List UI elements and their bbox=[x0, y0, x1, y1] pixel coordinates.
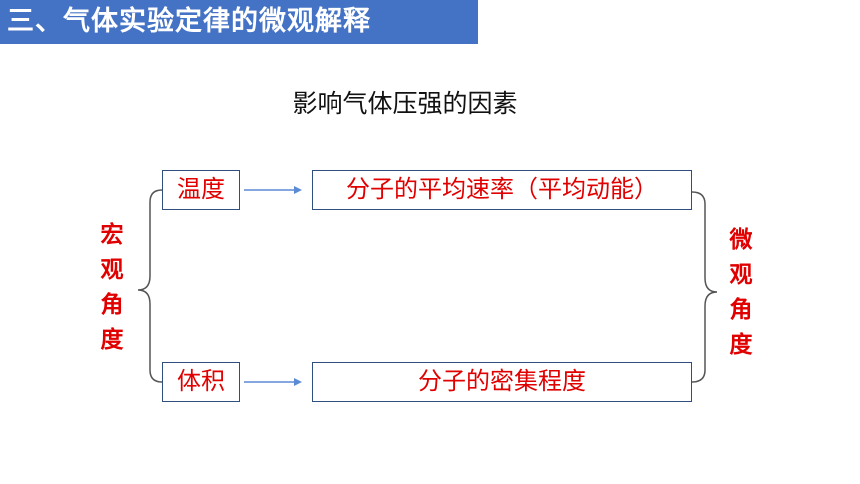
temperature-box: 温度 bbox=[162, 170, 240, 210]
micro-perspective-label: 微观角度 bbox=[729, 227, 753, 358]
diagram-title: 影响气体压强的因素 bbox=[292, 89, 518, 118]
slide-title: 三、气体实验定律的微观解释 bbox=[0, 0, 478, 44]
arrow-volume-to-density bbox=[244, 378, 302, 386]
arrow-temp-to-speed bbox=[244, 186, 302, 194]
right-brace bbox=[691, 191, 718, 383]
average-speed-box: 分子的平均速率（平均动能） bbox=[312, 170, 692, 210]
left-brace bbox=[137, 189, 163, 383]
density-box: 分子的密集程度 bbox=[312, 362, 692, 402]
macro-perspective-label: 宏观角度 bbox=[100, 222, 124, 353]
volume-box: 体积 bbox=[162, 362, 240, 402]
